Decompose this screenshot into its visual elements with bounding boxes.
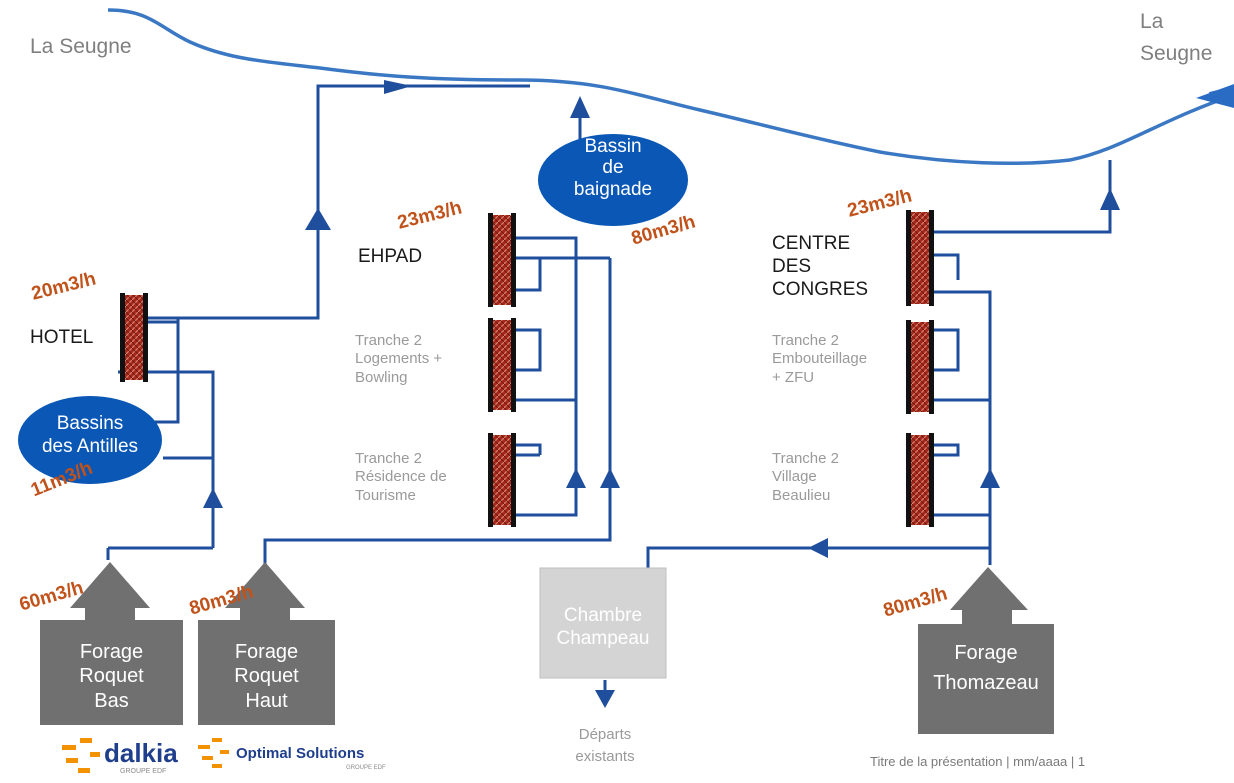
- optimal-logo-icon: [198, 738, 229, 768]
- well-thomazeau-label: Forage Thomazeau: [933, 642, 1039, 694]
- well-roquet-bas-stem: [85, 604, 135, 622]
- building-centre-congres: CENTRE DES CONGRES: [772, 233, 869, 301]
- tranche-village: Tranche 2 Village Beaulieu: [772, 450, 839, 504]
- river-inflow-shaft: [1209, 86, 1234, 100]
- well-thomazeau-stem: [962, 606, 1012, 628]
- heat-exchanger-hotel: [120, 293, 148, 382]
- dalkia-logo-subtitle: GROUPE EDF: [120, 768, 167, 775]
- footer-caption: Titre de la présentation | mm/aaaa | 1: [870, 754, 1086, 769]
- tranche-residence: Tranche 2 Résidence de Tourisme: [355, 450, 447, 504]
- heat-exchanger-residence: [488, 433, 516, 527]
- heat-exchanger-logements: [488, 318, 516, 412]
- river-label-left: La Seugne: [30, 35, 132, 58]
- chambre-champeau-label: Chambre Champeau: [556, 605, 650, 650]
- flow-arrows: [203, 80, 1120, 708]
- pool-baignade-label: Bassin de baignade: [573, 136, 653, 200]
- pool-antilles-shape: [18, 396, 162, 484]
- arrow-departs-down: [595, 690, 615, 708]
- building-hotel: HOTEL: [30, 327, 94, 348]
- arrow-right-up: [1100, 188, 1120, 210]
- arrow-ehpad-up-1: [566, 468, 586, 488]
- well-thomazeau-box: [918, 624, 1054, 734]
- pool-baignade-shape: [538, 134, 688, 226]
- arrow-ehpad-up-2: [600, 468, 620, 488]
- dalkia-logo-icon: [62, 738, 100, 773]
- departs-existants: Départs existants: [575, 726, 635, 765]
- tranche-logements: Tranche 2 Logements + Bowling: [355, 332, 443, 386]
- arrow-hotel-up: [305, 208, 331, 230]
- optimal-logo-subtitle: GROUPE EDF: [346, 765, 386, 771]
- heat-exchanger-ehpad: [488, 213, 516, 307]
- river-seugne: [107, 8, 1234, 166]
- heat-exchanger-embouteillage: [906, 320, 934, 414]
- well-roquet-haut-arrow: [225, 562, 305, 608]
- arrow-to-river-left: [384, 80, 412, 94]
- arrow-roquet-bas-up: [203, 488, 223, 508]
- dalkia-logo-text: dalkia: [104, 738, 178, 768]
- building-ehpad: EHPAD: [358, 246, 423, 267]
- arrow-to-chambre: [808, 538, 828, 558]
- well-roquet-haut-stem: [240, 604, 290, 622]
- arrow-baignade-up: [570, 96, 590, 118]
- heat-exchanger-centre: [906, 210, 934, 306]
- heat-exchangers: [120, 210, 934, 527]
- chambre-champeau-box: [539, 567, 667, 679]
- well-roquet-bas-label: Forage Roquet Bas: [79, 641, 144, 712]
- river-label-right: La Seugne: [1140, 10, 1213, 65]
- well-roquet-haut-label: Forage Roquet Haut: [234, 641, 299, 712]
- pool-antilles-label: Bassins des Antilles: [41, 413, 139, 458]
- well-thomazeau-arrow: [950, 567, 1028, 610]
- optimal-logo-text: Optimal Solutions: [236, 745, 365, 762]
- heat-exchanger-village: [906, 433, 934, 527]
- well-roquet-haut-box: [198, 620, 335, 725]
- tranche-embouteillage: Tranche 2 Embouteillage + ZFU: [772, 332, 868, 386]
- well-roquet-bas-arrow: [70, 562, 150, 608]
- arrow-right-up-2: [980, 468, 1000, 488]
- wells: [40, 562, 1054, 734]
- well-roquet-bas-box: [40, 620, 183, 725]
